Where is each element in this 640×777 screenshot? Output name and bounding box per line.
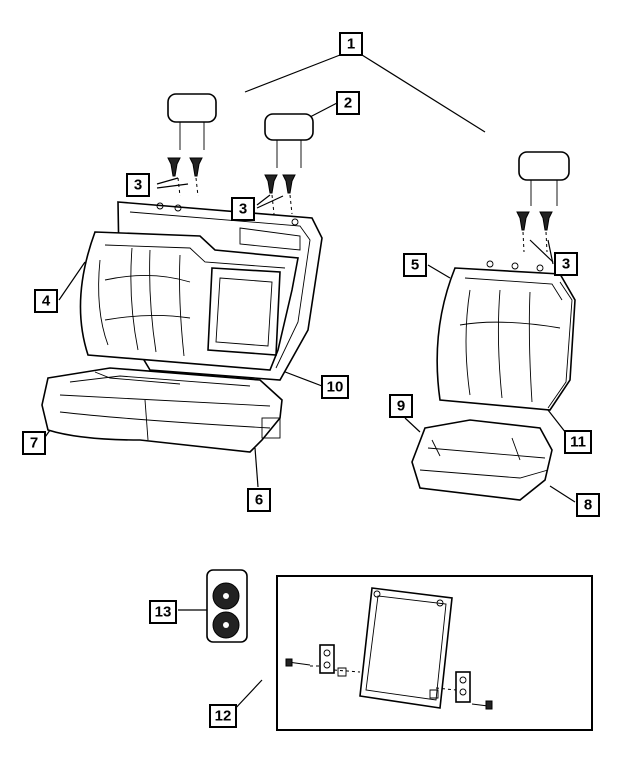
callout-6: 6	[247, 488, 271, 512]
seat-back-right	[436, 260, 576, 411]
callout-11: 11	[564, 430, 592, 454]
callout-13: 13	[149, 600, 177, 624]
svg-text:5: 5	[411, 257, 419, 274]
headrest-right	[518, 151, 570, 206]
svg-text:12: 12	[215, 708, 232, 725]
callout-4: 4	[34, 289, 58, 313]
svg-text:11: 11	[570, 434, 586, 451]
svg-text:3: 3	[562, 256, 570, 273]
svg-text:4: 4	[42, 293, 51, 310]
svg-text:8: 8	[584, 497, 592, 514]
seat-back-cover	[79, 231, 299, 371]
svg-text:2: 2	[344, 95, 352, 112]
svg-text:3: 3	[239, 201, 247, 218]
seat-cushion-rear	[41, 367, 283, 453]
svg-text:6: 6	[255, 492, 263, 509]
svg-text:10: 10	[327, 379, 344, 396]
callout-3-left: 3	[126, 173, 150, 197]
hinge-detail-inset	[276, 575, 593, 731]
callout-3-right: 3	[554, 252, 578, 276]
seat-cushion-right	[411, 419, 553, 501]
callout-10: 10	[321, 375, 349, 399]
callout-9: 9	[389, 394, 413, 418]
callout-5: 5	[403, 253, 427, 277]
callout-8: 8	[576, 493, 600, 517]
callout-1: 1	[339, 32, 363, 56]
callout-7: 7	[22, 431, 46, 455]
headrest-left	[167, 93, 217, 150]
svg-text:9: 9	[397, 398, 405, 415]
callout-12: 12	[209, 704, 237, 728]
cup-holder	[206, 569, 248, 643]
callout-3-center: 3	[231, 197, 255, 221]
headrest-center	[264, 113, 314, 168]
svg-text:7: 7	[30, 435, 38, 452]
callout-2: 2	[336, 91, 360, 115]
svg-text:3: 3	[134, 177, 142, 194]
headrest-guides	[167, 157, 553, 253]
svg-text:13: 13	[155, 604, 172, 621]
svg-text:1: 1	[347, 36, 355, 53]
